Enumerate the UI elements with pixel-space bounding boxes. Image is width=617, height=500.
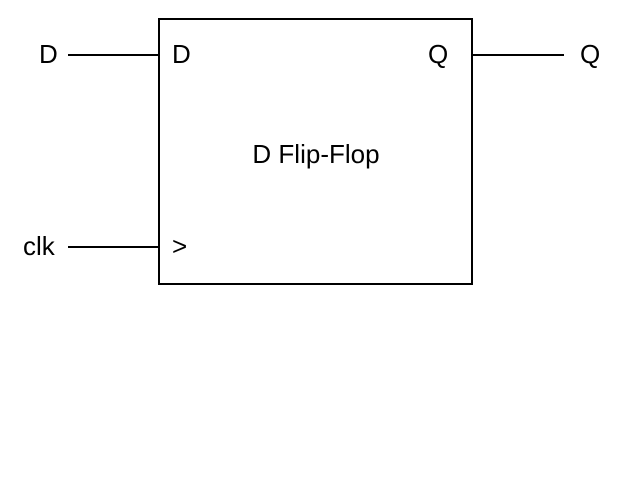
q-signal-label: Q xyxy=(580,39,600,69)
flip-flop-block xyxy=(158,18,473,285)
clk-signal-label: clk xyxy=(23,231,56,261)
d-pin-label: D xyxy=(172,39,191,69)
diagram-title: D Flip-Flop xyxy=(252,139,379,169)
q-pin-label: Q xyxy=(428,39,448,69)
d-signal-label: D xyxy=(39,39,58,69)
clock-pin-label: > xyxy=(172,231,187,261)
